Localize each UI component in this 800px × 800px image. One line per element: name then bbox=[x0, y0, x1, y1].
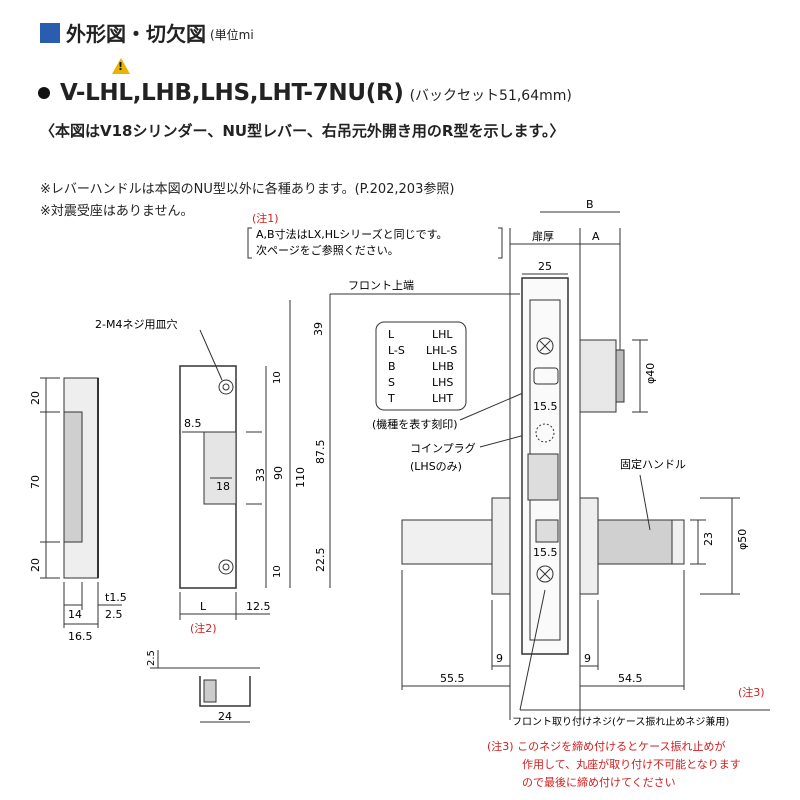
section-header: 外形図・切欠図 (単位mi bbox=[40, 18, 254, 47]
note3-body-3: ので最後に締め付けてください bbox=[522, 775, 676, 789]
label-front-top: フロント上端 bbox=[348, 279, 414, 292]
dim-9-right: 9 bbox=[584, 652, 591, 665]
dim-39: 39 bbox=[312, 322, 325, 336]
legend-key-1: L-S bbox=[388, 344, 405, 357]
dim-16-5: 16.5 bbox=[68, 630, 93, 643]
strike-side-view bbox=[40, 377, 122, 628]
dim-15-5-bottom: 15.5 bbox=[533, 546, 558, 559]
dim-A: A bbox=[592, 230, 600, 243]
dim-20-top: 20 bbox=[29, 391, 42, 405]
note3-body-1: (注3) このネジを締め付けるとケース振れ止めが bbox=[487, 739, 726, 753]
dim-B: B bbox=[586, 198, 594, 211]
backset-label: (バックセット51,64mm) bbox=[409, 88, 572, 104]
bullet-icon bbox=[38, 87, 50, 99]
label-fixed-handle: 固定ハンドル bbox=[620, 457, 686, 471]
figure-description: 〈本図はV18シリンダー、NU型レバー、右吊元外開き用のR型を示します。〉 bbox=[40, 122, 565, 140]
blue-square-icon bbox=[40, 22, 60, 43]
legend-value-3: LHS bbox=[432, 376, 453, 389]
label-front-screw: フロント取り付けネジ(ケース振れ止めネジ兼用) bbox=[512, 715, 729, 728]
dim-10-bottom: 10 bbox=[272, 565, 283, 578]
dim-12-5: 12.5 bbox=[246, 600, 271, 613]
dim-phi40: φ40 bbox=[644, 363, 657, 384]
legend-key-2: B bbox=[388, 360, 396, 373]
dim-33: 33 bbox=[254, 468, 267, 482]
model-name: V-LHL,LHB,LHS,LHT-7NU(R) bbox=[60, 80, 404, 106]
section-title: 外形図・切欠図 bbox=[66, 22, 206, 46]
lock-body-view bbox=[401, 211, 770, 720]
dim-15-5-top: 15.5 bbox=[533, 400, 558, 413]
label-screw-hole: 2-M4ネジ用皿穴 bbox=[95, 317, 177, 331]
dim-10-top: 10 bbox=[272, 371, 283, 384]
legend-key-0: L bbox=[388, 328, 395, 341]
dim-110: 110 bbox=[294, 467, 307, 488]
label-model-mark: (機種を表す刻印) bbox=[372, 417, 458, 431]
label-door-thickness: 扉厚 bbox=[532, 230, 554, 243]
dim-87-5: 87.5 bbox=[314, 440, 327, 465]
note1-line1: A,B寸法はLX,HLシリーズと同じです。 bbox=[256, 227, 447, 241]
dim-t15: t1.5 bbox=[105, 591, 127, 604]
dim-14: 14 bbox=[68, 608, 82, 621]
dim-L: L bbox=[200, 600, 207, 613]
dim-25: 25 bbox=[538, 260, 552, 273]
dim-18: 18 bbox=[216, 480, 230, 493]
legend-value-4: LHT bbox=[432, 392, 453, 405]
legend-value-1: LHL-S bbox=[426, 344, 457, 357]
warning-triangle-icon: ! bbox=[112, 58, 130, 74]
model-heading: V-LHL,LHB,LHS,LHT-7NU(R) (バックセット51,64mm) bbox=[38, 80, 572, 106]
dim-2-5-section: 2.5 bbox=[146, 650, 157, 666]
dim-20-bottom: 20 bbox=[29, 558, 42, 572]
dim-8-5: 8.5 bbox=[184, 417, 202, 430]
dim-9-left: 9 bbox=[496, 652, 503, 665]
dim-2-5: 2.5 bbox=[105, 608, 123, 621]
note-lever: ※レバーハンドルは本図のNU型以外に各種あります。(P.202,203参照) bbox=[40, 182, 455, 197]
strike-section-view bbox=[150, 650, 260, 723]
dim-24: 24 bbox=[218, 710, 232, 723]
legend-value-0: LHL bbox=[432, 328, 453, 341]
dim-phi50: φ50 bbox=[736, 529, 749, 550]
strike-plate-view bbox=[179, 300, 291, 620]
label-coin-plug: コインプラグ bbox=[410, 441, 476, 455]
label-coin-plug-sub: (LHSのみ) bbox=[410, 460, 462, 473]
note1-tag: (注1) bbox=[252, 211, 279, 225]
dim-22-5: 22.5 bbox=[314, 548, 327, 573]
note3-tag: (注3) bbox=[738, 685, 765, 699]
dim-90: 90 bbox=[272, 466, 285, 480]
legend-value-2: LHB bbox=[432, 360, 454, 373]
dim-70: 70 bbox=[29, 475, 42, 489]
model-legend: L LHL L-S LHL-S B LHB S LHS T LHT bbox=[375, 321, 467, 411]
note2-tag: (注2) bbox=[190, 621, 217, 635]
unit-label: (単位mi bbox=[210, 28, 254, 42]
legend-key-3: S bbox=[388, 376, 395, 389]
dim-55-5: 55.5 bbox=[440, 672, 465, 685]
note1-line2: 次ページをご参照ください。 bbox=[256, 243, 399, 257]
dim-54-5: 54.5 bbox=[618, 672, 643, 685]
note-seismic: ※対震受座はありません。 bbox=[40, 204, 194, 219]
note3-body-2: 作用して、丸座が取り付け不可能となります bbox=[522, 757, 741, 771]
dim-23: 23 bbox=[702, 532, 715, 546]
legend-key-4: T bbox=[387, 392, 395, 405]
